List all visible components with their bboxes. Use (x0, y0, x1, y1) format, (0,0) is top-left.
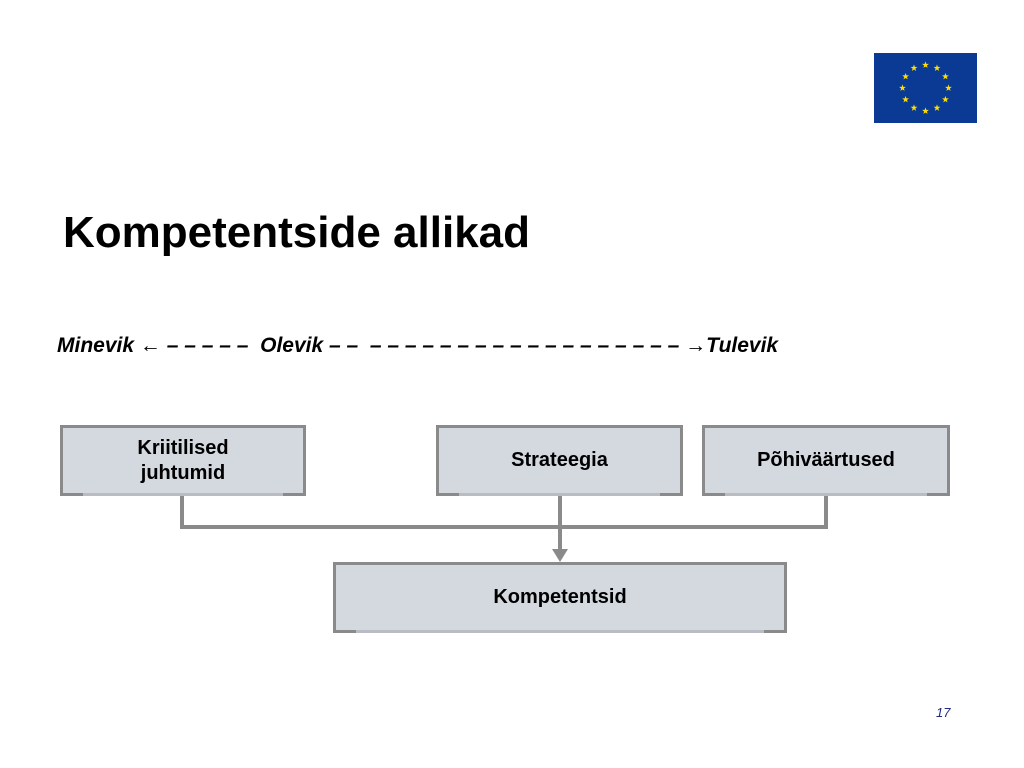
box-pohivaartused-label: Põhiväärtused (757, 449, 895, 471)
eu-star-icon (902, 95, 910, 103)
box-pohivaartused: Põhiväärtused (702, 425, 950, 496)
eu-star-icon (902, 72, 910, 80)
right-arrow-icon: → (685, 334, 707, 357)
eu-flag-stars (899, 61, 952, 114)
eu-star-icon (933, 104, 941, 111)
timeline: Minevik ← – – – – – Olevik – – – – – – –… (57, 334, 778, 358)
timeline-dashes-1: – – – – – (160, 334, 255, 357)
timeline-present-label: Olevik (260, 334, 324, 357)
eu-star-icon (933, 64, 941, 71)
connector-kriitilised (180, 496, 560, 529)
eu-star-icon (910, 104, 918, 111)
arrow-head-icon (552, 549, 568, 562)
box-kriitilised-juhtumid: Kriitilised juhtumid (60, 425, 306, 496)
box-kompetentsid: Kompetentsid (333, 562, 787, 633)
eu-star-icon (899, 84, 906, 91)
eu-star-icon (941, 72, 949, 80)
page-number: 17 (936, 705, 951, 720)
timeline-future-label: Tulevik (706, 334, 779, 357)
eu-flag-icon (874, 53, 977, 123)
eu-star-icon (922, 107, 929, 114)
box-strateegia: Strateegia (436, 425, 683, 496)
slide-title: Kompetentside allikad (63, 208, 531, 257)
eu-star-icon (941, 95, 949, 103)
box-kompetentsid-label: Kompetentsid (493, 586, 627, 608)
eu-star-icon (922, 61, 929, 68)
timeline-dashes-2: – – – – – – – – – – – – – – – – – – – – (323, 334, 686, 357)
timeline-past-label: Minevik (57, 334, 135, 357)
box-strateegia-label: Strateegia (511, 449, 608, 471)
box-kriitilised-label: Kriitilised juhtumid (137, 436, 229, 484)
connector-pohivaartused (560, 496, 828, 529)
left-arrow-icon: ← (139, 334, 161, 357)
eu-star-icon (910, 64, 918, 71)
eu-star-icon (945, 84, 952, 91)
